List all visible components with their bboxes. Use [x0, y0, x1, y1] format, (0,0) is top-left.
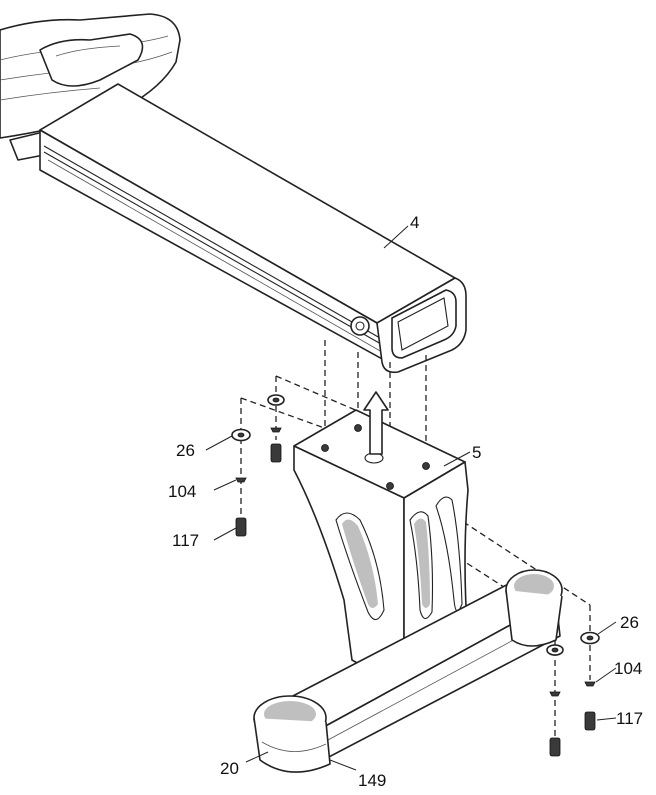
bolt-icon: [584, 711, 596, 731]
lock-washer-icon: [235, 477, 247, 483]
label-part-lock-washer-left: 104: [168, 482, 196, 501]
label-part-lock-washer-right: 104: [614, 659, 642, 678]
lock-washer-icon: [549, 691, 561, 697]
label-part-washer-left: 26: [176, 441, 195, 460]
right-hardware: [546, 631, 600, 757]
label-part-bolt-right: 117: [616, 709, 643, 728]
label-part-bolt-left: 117: [172, 531, 199, 550]
label-part-endcap: 20: [220, 759, 239, 778]
label-part-washer-right: 26: [620, 613, 639, 632]
label-part-foot-pad: 149: [358, 771, 386, 790]
bolt-icon: [270, 443, 282, 463]
label-part-front-stabilizer: 5: [472, 443, 481, 462]
rail-beam: [39, 83, 467, 374]
bolt-icon: [549, 737, 561, 757]
roller-wheel-icon: [350, 316, 370, 336]
up-arrow-icon: [363, 391, 389, 455]
lock-washer-icon: [270, 427, 282, 433]
bolt-icon: [235, 517, 247, 537]
leader-lines: [205, 225, 617, 771]
lock-washer-icon: [584, 681, 596, 687]
left-hardware: [231, 394, 285, 537]
front-stabilizer: [253, 391, 563, 773]
label-part-rail: 4: [410, 213, 419, 232]
